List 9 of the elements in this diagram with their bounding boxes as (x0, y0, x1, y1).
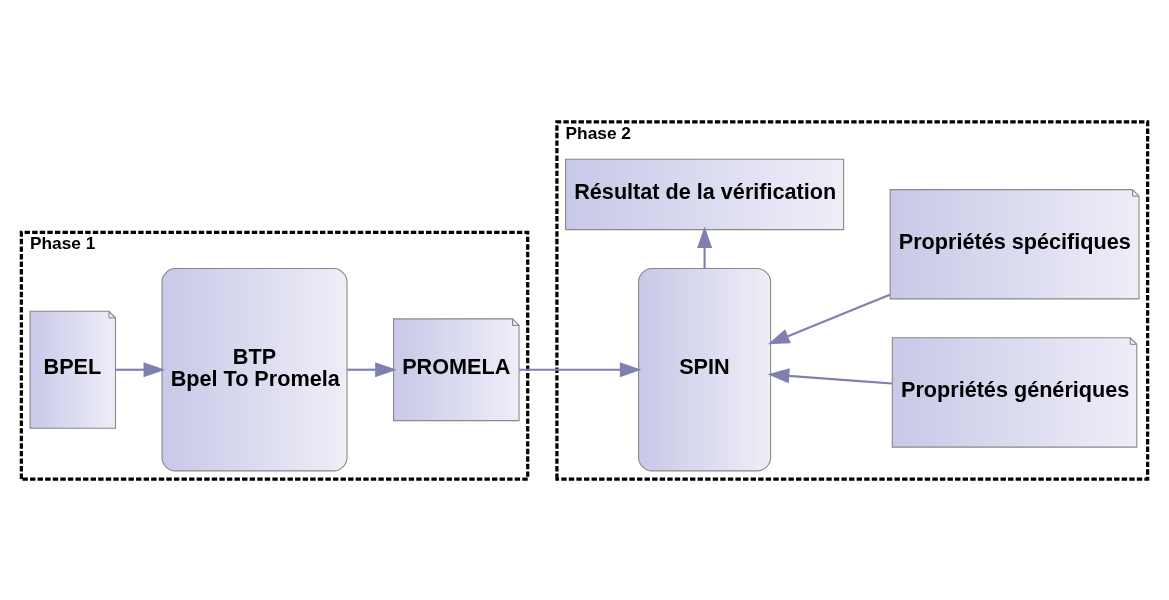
arrow (115, 361, 166, 377)
node-box: BTP Bpel To Promela (161, 267, 348, 471)
arrow (767, 367, 893, 385)
node-box: SPIN (638, 267, 772, 471)
arrow (347, 361, 397, 377)
arrow (697, 225, 713, 268)
arrow (767, 293, 891, 344)
node-box: Résultat de la vérification (565, 158, 845, 230)
arrow (519, 361, 642, 377)
